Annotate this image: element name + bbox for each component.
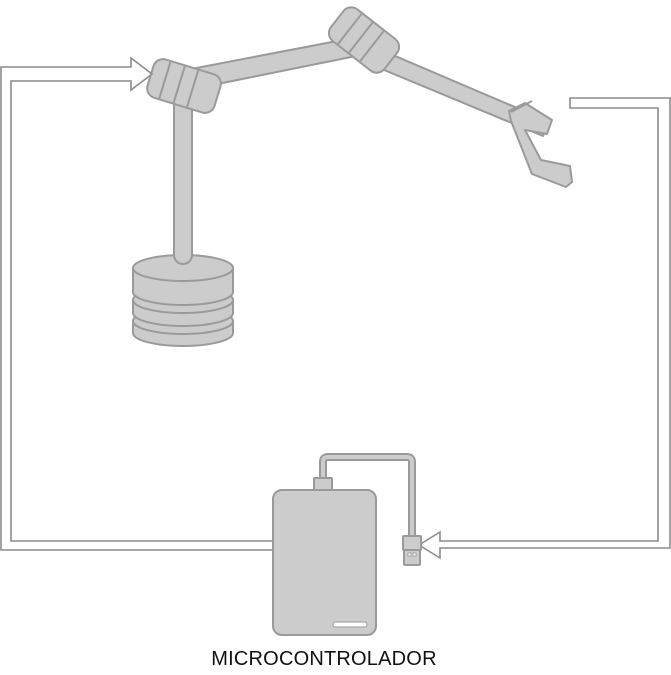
arm-base xyxy=(132,254,234,347)
drive-led xyxy=(332,621,368,628)
robotic-arm-icon xyxy=(132,6,573,347)
arm-column xyxy=(173,93,193,265)
control-arrow-to-arm xyxy=(0,56,275,551)
external-drive-icon xyxy=(272,453,422,636)
arm-gripper xyxy=(508,100,573,188)
arm-elbow-joint xyxy=(327,6,401,74)
drive-body xyxy=(272,489,377,636)
arm-shoulder-joint xyxy=(146,58,222,114)
microcontroller-label: MICROCONTROLADOR xyxy=(211,648,437,670)
usb-connector-icon xyxy=(402,535,422,566)
sensor-arrow-to-microcontroller xyxy=(417,97,671,560)
